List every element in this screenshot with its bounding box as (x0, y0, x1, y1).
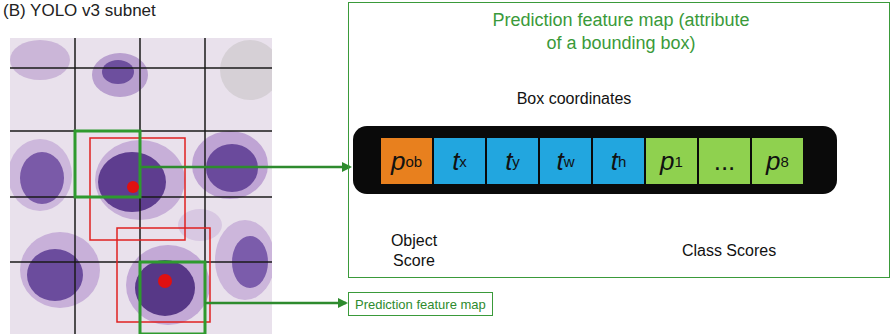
subscript-text: 8 (781, 153, 789, 170)
attribute-cell: tw (540, 138, 591, 184)
attribute-cell: p8 (752, 138, 803, 184)
box-label: Prediction feature map (355, 297, 486, 312)
feature-map-frame: Prediction feature map (attribute of a b… (348, 2, 890, 278)
frame-heading: Prediction feature map (attribute of a b… (485, 9, 757, 55)
attribute-cell: p1 (646, 138, 697, 184)
symbol-text: t (505, 146, 512, 177)
subscript-text: h (618, 153, 626, 170)
subscript-text: ob (405, 153, 422, 170)
annotation-label: Box coordinates (499, 89, 649, 109)
attribute-cell: pob (381, 138, 432, 184)
symbol-text: ... (714, 146, 736, 177)
attribute-cell: ty (487, 138, 538, 184)
label-box: Prediction feature map (348, 292, 493, 316)
subscript-text: x (459, 153, 467, 170)
diagram-title: (B) YOLO v3 subnet (3, 1, 156, 21)
attribute-cell: th (593, 138, 644, 184)
symbol-text: t (452, 146, 459, 177)
symbol-text: p (391, 146, 405, 177)
annotation-label: Object Score (373, 231, 455, 271)
symbol-text: p (660, 146, 674, 177)
symbol-text: t (556, 146, 563, 177)
subscript-text: w (564, 153, 575, 170)
subscript-text: 1 (675, 153, 683, 170)
annotation-label: Class Scores (659, 241, 799, 261)
subscript-text: y (512, 153, 520, 170)
attribute-cell: tx (434, 138, 485, 184)
attribute-cell: ... (699, 138, 750, 184)
symbol-text: p (766, 146, 780, 177)
symbol-text: t (611, 146, 618, 177)
